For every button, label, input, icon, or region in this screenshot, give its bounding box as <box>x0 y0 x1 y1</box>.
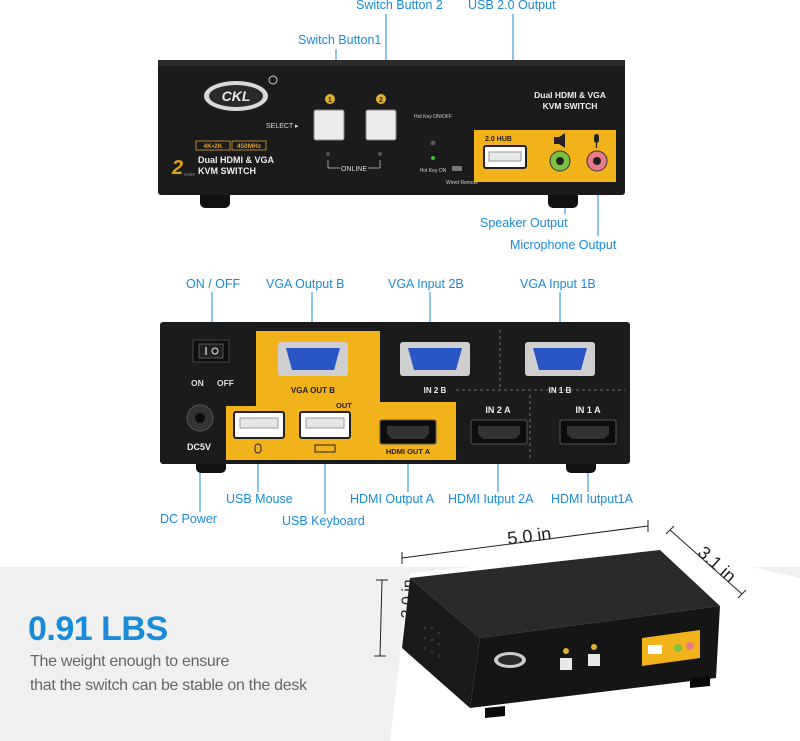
mouse-icon <box>254 443 262 454</box>
callout-vga-input-1b: VGA Input 1B <box>520 277 596 291</box>
dimension-width: 5.0 in <box>506 523 552 548</box>
svg-text:450MHz: 450MHz <box>237 143 262 150</box>
callout-hdmi-input-2a: HDMI Iutput 2A <box>448 492 534 506</box>
svg-text:Dual HDMI & VGA: Dual HDMI & VGA <box>198 155 275 165</box>
vga-input-2b-port[interactable] <box>400 342 470 376</box>
svg-text:HDMI OUT A: HDMI OUT A <box>386 447 431 456</box>
callout-switch-button-2: Switch Button 2 <box>356 0 443 12</box>
svg-text:VGA OUT B: VGA OUT B <box>291 386 335 395</box>
callout-hdmi-output-a: HDMI Output A <box>350 492 435 506</box>
online-label: ONLINE <box>341 166 367 173</box>
front-panel-device: CKL SELECT ▸ 1 2 ONLINE Hot Key ON/OFF H… <box>158 14 625 236</box>
svg-text:Dual HDMI & VGA: Dual HDMI & VGA <box>534 90 606 100</box>
button-2-led <box>376 94 386 104</box>
hotkey-label: Hot Key ON/OFF <box>414 114 452 120</box>
usb-mouse-port[interactable] <box>233 411 285 439</box>
wired-remote-port[interactable] <box>452 166 462 171</box>
off-label: OFF <box>217 378 234 388</box>
svg-text:1: 1 <box>328 97 332 104</box>
callout-usb-output: USB 2.0 Output <box>468 0 556 12</box>
product-text-front: 4K•2K 450MHz 2 PORT Dual HDMI & VGA KVM … <box>171 140 275 179</box>
svg-text:IN 1 B: IN 1 B <box>549 386 572 395</box>
hdmi-output-a-port[interactable] <box>379 419 437 445</box>
svg-text:KVM SWITCH: KVM SWITCH <box>198 166 256 176</box>
callout-usb-keyboard: USB Keyboard <box>282 514 365 528</box>
ckl-logo: CKL <box>204 75 278 111</box>
svg-text:2: 2 <box>171 157 183 179</box>
svg-text:IN 2 A: IN 2 A <box>485 405 511 415</box>
svg-text:DC5V: DC5V <box>187 442 211 452</box>
callout-speaker-output: Speaker Output <box>480 216 568 230</box>
button-1-led <box>325 94 335 104</box>
device-3d-view <box>402 550 720 718</box>
vga-output-b-port[interactable] <box>278 342 348 376</box>
callout-switch-button-1: Switch Button1 <box>298 33 382 47</box>
callout-on-off: ON / OFF <box>186 277 241 291</box>
svg-text:Hot Key ON: Hot Key ON <box>420 168 447 174</box>
hotkey-button[interactable] <box>430 140 436 146</box>
svg-text:4K•2K: 4K•2K <box>204 143 223 150</box>
svg-text:IN 2 B: IN 2 B <box>424 386 447 395</box>
hotkey-led <box>431 156 435 160</box>
dimension-drawing: 5.0 in 3.1 in 2.0 in <box>374 520 800 741</box>
svg-text:Wired Remote: Wired Remote <box>446 180 478 186</box>
hdmi-input-2a-port[interactable] <box>470 419 528 445</box>
speaker-icon <box>554 133 565 148</box>
vga-input-1b-port[interactable] <box>525 342 595 376</box>
svg-text:PORT: PORT <box>184 172 196 177</box>
usb-keyboard-port[interactable] <box>299 411 351 439</box>
hdmi-input-1a-port[interactable] <box>559 419 617 445</box>
switch-button-2[interactable] <box>365 109 397 141</box>
callout-vga-output-b: VGA Output B <box>266 277 345 291</box>
callout-microphone-output: Microphone Output <box>510 238 617 252</box>
keyboard-icon <box>314 444 336 453</box>
weight-title: 0.91 LBS <box>28 610 168 648</box>
switch-button-1[interactable] <box>313 109 345 141</box>
svg-text:OUT: OUT <box>336 401 352 410</box>
weight-description-line-1: The weight enough to ensure <box>30 653 230 670</box>
svg-text:2: 2 <box>379 97 383 104</box>
callout-hdmi-input-1a: HDMI Iutput1A <box>551 492 633 506</box>
microphone-icon <box>594 134 599 148</box>
rear-panel-device: ON OFF DC5V VGA OUT B OUT IN 2 B <box>160 292 630 514</box>
select-label: SELECT ▸ <box>266 123 299 130</box>
weight-description-line-2: that the switch can be stable on the des… <box>30 677 307 694</box>
svg-text:2.0 HUB: 2.0 HUB <box>485 136 512 143</box>
dimension-lines <box>374 520 747 657</box>
brand-text: CKL <box>222 88 251 104</box>
on-label: ON <box>191 378 204 388</box>
svg-text:KVM SWITCH: KVM SWITCH <box>543 101 598 111</box>
callout-usb-mouse: USB Mouse <box>226 492 293 506</box>
callout-vga-input-2b: VGA Input 2B <box>388 277 464 291</box>
svg-text:IN 1 A: IN 1 A <box>575 405 601 415</box>
callout-dc-power: DC Power <box>160 512 217 526</box>
